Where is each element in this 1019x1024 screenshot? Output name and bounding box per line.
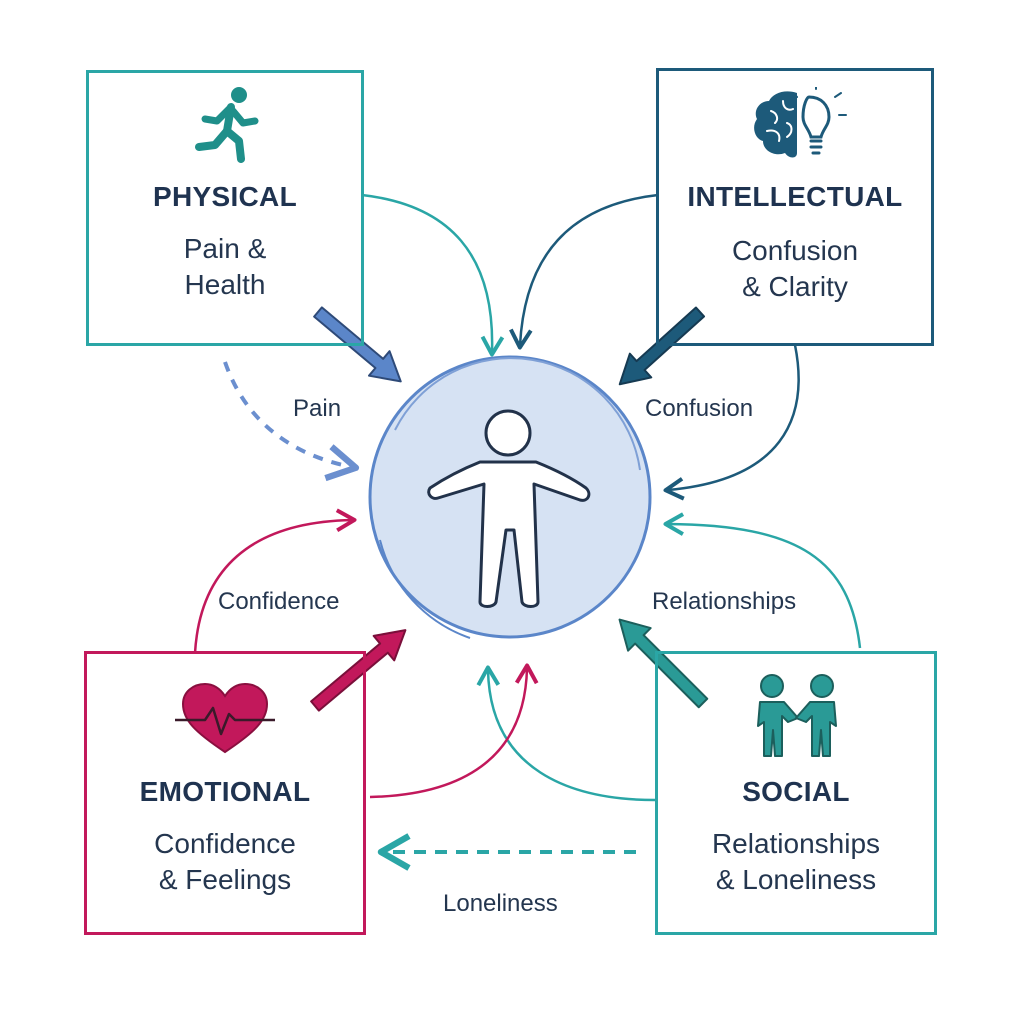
physical-curve-arrow xyxy=(361,193,505,357)
intellectual-curve-arrow xyxy=(509,193,659,350)
physical-title: PHYSICAL xyxy=(153,181,297,212)
social-side-curve-arrow xyxy=(663,512,862,649)
physical-box: PHYSICAL Pain & Health xyxy=(86,70,364,346)
social-title: SOCIAL xyxy=(742,776,850,807)
emotional-block-arrow xyxy=(310,629,407,712)
intellectual-subtitle: Confusion & Clarity xyxy=(659,233,931,305)
emotional-subtitle-line1: Confidence xyxy=(154,828,296,859)
social-subtitle-line2: & Loneliness xyxy=(715,864,877,895)
running-person-icon xyxy=(195,87,259,163)
label-loneliness: Loneliness xyxy=(443,890,558,917)
intellectual-subtitle-line1: Confusion xyxy=(731,235,859,266)
emotional-side-curve-arrow xyxy=(193,508,357,654)
two-people-icon xyxy=(757,674,837,757)
social-block-arrow xyxy=(618,618,709,709)
pain-dashed-arrow xyxy=(223,361,360,482)
intellectual-side-curve-arrow xyxy=(663,344,800,501)
emotional-bottom-curve-arrow xyxy=(369,663,539,799)
emotional-subtitle: Confidence & Feelings xyxy=(87,826,363,898)
social-subtitle-line1: Relationships xyxy=(711,828,881,859)
emotional-subtitle-line2: & Feelings xyxy=(158,864,292,895)
label-relationships: Relationships xyxy=(652,588,797,615)
emotional-title: EMOTIONAL xyxy=(139,776,311,807)
social-bottom-curve-arrow xyxy=(476,665,656,802)
social-subtitle: Relationships & Loneliness xyxy=(658,826,934,898)
physical-subtitle: Pain & Health xyxy=(89,231,361,303)
person-icon xyxy=(427,409,591,608)
intellectual-title: INTELLECTUAL xyxy=(687,181,903,212)
intellectual-box: INTELLECTUAL Confusion & Clarity xyxy=(656,68,934,346)
intellectual-subtitle-line2: & Clarity xyxy=(742,271,848,302)
label-confidence: Confidence xyxy=(218,588,340,615)
label-pain: Pain xyxy=(293,395,342,422)
social-box: SOCIAL Relationships & Loneliness xyxy=(655,651,937,935)
emotional-box: EMOTIONAL Confidence & Feelings xyxy=(84,651,366,935)
label-confusion: Confusion xyxy=(645,395,754,422)
heartbeat-heart-icon xyxy=(175,682,275,754)
physical-subtitle-line1: Pain & xyxy=(183,233,267,264)
brain-lightbulb-icon xyxy=(754,87,847,158)
physical-subtitle-line2: Health xyxy=(184,269,266,300)
